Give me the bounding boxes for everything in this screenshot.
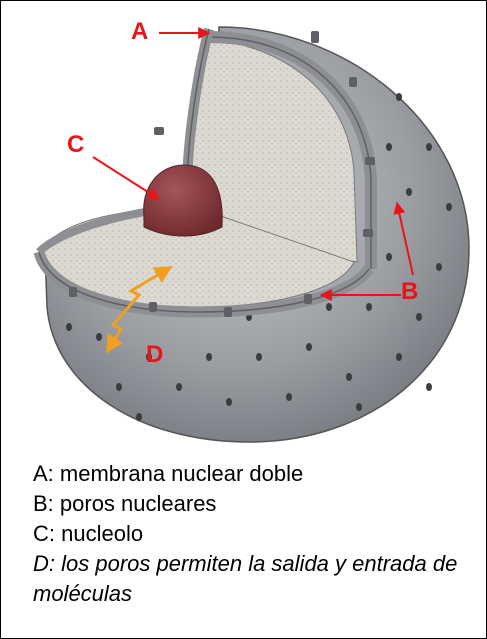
- label-b: B: [401, 278, 418, 305]
- legend-d: D: los poros permiten la salida y entrad…: [33, 549, 473, 609]
- nucleolus: [144, 165, 223, 236]
- label-d: D: [146, 341, 163, 368]
- legend-a: A: membrana nuclear doble: [33, 459, 473, 489]
- legend: A: membrana nuclear doble B: poros nucle…: [33, 459, 473, 609]
- label-a: A: [131, 18, 148, 45]
- nucleus-diagram: A C B D: [9, 7, 479, 453]
- legend-c: C: nucleolo: [33, 519, 473, 549]
- arrow-c: [93, 157, 159, 199]
- legend-b: B: poros nucleares: [33, 489, 473, 519]
- label-c: C: [67, 131, 84, 158]
